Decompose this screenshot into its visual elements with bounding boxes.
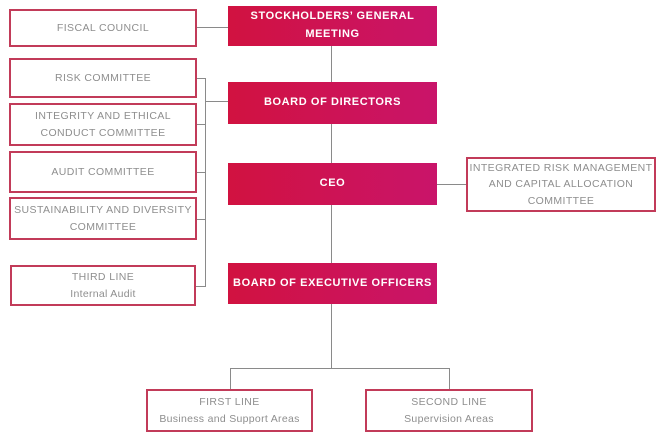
connector-third-line-stub (196, 286, 205, 287)
connector-board-to-ceo (331, 124, 332, 163)
node-second-line: SECOND LINE Supervision Areas (365, 389, 533, 432)
node-label: INTEGRATED RISK MANAGEMENT AND CAPITAL A… (469, 162, 653, 207)
node-ceo: CEO (228, 163, 437, 205)
node-sustainability-diversity-committee: SUSTAINABILITY AND DIVERSITY COMMITTEE (9, 197, 197, 240)
node-integrity-ethical-conduct-committee: INTEGRITY AND ETHICAL CONDUCT COMMITTEE (9, 103, 197, 146)
node-label: STOCKHOLDERS’ GENERAL MEETING (250, 10, 415, 40)
node-label: FIRST LINE (199, 396, 260, 409)
node-label: FISCAL COUNCIL (56, 21, 150, 34)
node-first-line: FIRST LINE Business and Support Areas (146, 389, 313, 432)
connector-committees-bracket (205, 78, 206, 287)
node-risk-committee: RISK COMMITTEE (9, 58, 197, 98)
connector-bracket-to-board (206, 101, 228, 102)
node-label: INTEGRITY AND ETHICAL CONDUCT COMMITTEE (35, 110, 171, 139)
node-label: RISK COMMITTEE (54, 71, 152, 84)
node-stockholders-general-meeting: STOCKHOLDERS’ GENERAL MEETING (228, 6, 437, 46)
node-sublabel: Supervision Areas (404, 412, 494, 425)
node-third-line: THIRD LINE Internal Audit (10, 265, 196, 306)
connector-ceo-to-integrated (437, 184, 466, 185)
connector-fiscal-to-stockholders (197, 27, 228, 28)
node-label: SECOND LINE (411, 396, 487, 409)
connector-executive-down (331, 304, 332, 368)
connector-risk-stub (197, 78, 205, 79)
connector-stockholders-to-board (331, 46, 332, 82)
node-integrated-risk-management-committee: INTEGRATED RISK MANAGEMENT AND CAPITAL A… (466, 157, 656, 212)
connector-audit-stub (197, 172, 205, 173)
node-fiscal-council: FISCAL COUNCIL (9, 9, 197, 47)
connector-ceo-to-executive (331, 205, 332, 263)
node-label: BOARD OF DIRECTORS (263, 96, 402, 109)
node-label: THIRD LINE (71, 271, 135, 284)
connector-bottom-horizontal (230, 368, 450, 369)
node-sublabel: Business and Support Areas (159, 412, 300, 425)
connector-second-line-drop (449, 368, 450, 389)
connector-integrity-stub (197, 124, 205, 125)
node-label: SUSTAINABILITY AND DIVERSITY COMMITTEE (14, 204, 192, 233)
node-label: CEO (319, 177, 346, 190)
node-label: AUDIT COMMITTEE (51, 165, 155, 178)
connector-first-line-drop (230, 368, 231, 389)
node-sublabel: Internal Audit (70, 287, 136, 300)
node-audit-committee: AUDIT COMMITTEE (9, 151, 197, 193)
node-label: BOARD OF EXECUTIVE OFFICERS (233, 276, 432, 289)
node-board-of-directors: BOARD OF DIRECTORS (228, 82, 437, 124)
connector-sustainability-stub (197, 219, 205, 220)
node-board-of-executive-officers: BOARD OF EXECUTIVE OFFICERS (228, 263, 437, 304)
